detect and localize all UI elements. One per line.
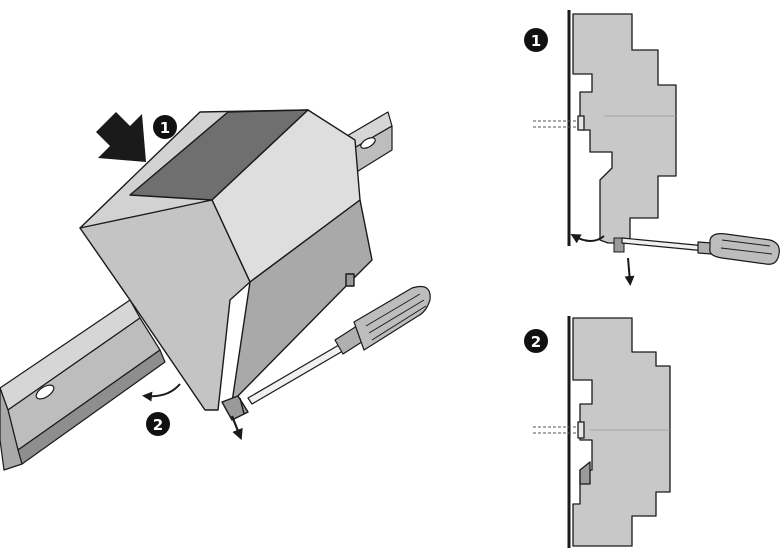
din-rail: [0, 111, 393, 471]
screwdriver-icon: [621, 233, 780, 265]
pull-down-arrow-icon: [624, 257, 635, 286]
device-side-profile: [572, 13, 677, 244]
side-step-1-marker: 1: [524, 28, 548, 52]
release-clip: [613, 237, 625, 253]
side-view-step-2: 2: [524, 316, 671, 548]
screwdriver-icon: [247, 285, 431, 405]
side-step-2-marker: 2: [524, 329, 548, 353]
mounting-screw-hidden: [533, 120, 576, 128]
main-step-1-marker: 1: [153, 115, 177, 139]
rotate-arrow-icon: [142, 383, 181, 402]
isometric-view: 1 2: [0, 109, 431, 471]
pull-down-arrow-icon: [230, 415, 243, 441]
rotate-arrow-icon: [570, 234, 605, 244]
svg-text:1: 1: [160, 119, 170, 137]
main-step-2-marker: 2: [146, 412, 170, 436]
mounting-screw-hidden: [533, 426, 576, 434]
push-arrow-icon: [96, 112, 146, 162]
svg-text:2: 2: [153, 416, 163, 434]
side-view-step-1: 1: [524, 10, 780, 286]
rail-slot-far: [360, 137, 376, 149]
svg-text:1: 1: [531, 32, 541, 50]
svg-text:2: 2: [531, 333, 541, 351]
device-side-profile: [572, 317, 671, 547]
rail-slot-near: [35, 384, 55, 400]
device-housing: [79, 109, 373, 421]
